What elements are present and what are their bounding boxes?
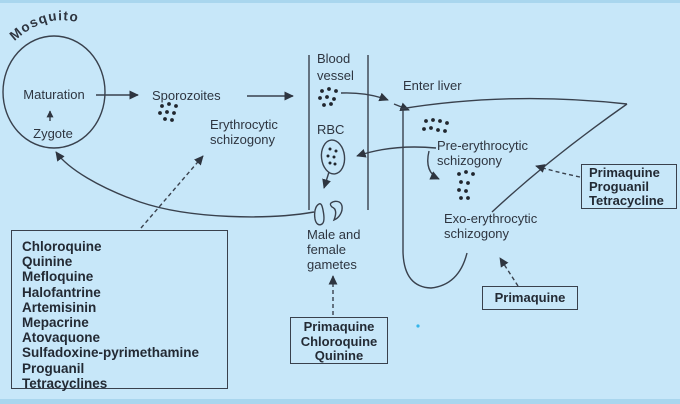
sporozoites-label: Sporozoites [152, 88, 221, 103]
drug-item: Mefloquine [22, 269, 94, 285]
blood-vessel-label: Blood vessel [317, 51, 354, 83]
artifact-dot [416, 324, 420, 328]
drug-item: Primaquine [303, 319, 375, 334]
drug-item: Primaquine [589, 165, 660, 180]
top-edge-strip [0, 0, 680, 3]
exo-drugs-box: Primaquine [482, 286, 578, 310]
drug-item: Proguanil [22, 360, 85, 376]
erythrocytic-drugs-box: Chloroquine Quinine Mefloquine Halofantr… [11, 230, 228, 391]
liver-entry-arrow [393, 102, 410, 111]
drug-item: Quinine [314, 348, 364, 363]
sporozoites-dots [158, 102, 178, 122]
pre-erythrocytic-drugs-box: Primaquine Proguanil Tetracycline [581, 164, 677, 209]
maturation-label: Maturation [23, 87, 85, 102]
vessel-to-liver-arrow [340, 92, 389, 102]
enter-liver-label: Enter liver [403, 78, 462, 93]
rbc-label: RBC [317, 122, 345, 137]
drug-item: Chloroquine [300, 333, 378, 349]
male-female-gametes-label: Male and female gametes [307, 227, 361, 272]
gamete-drugs-box: Primaquine Chloroquine Quinine [290, 317, 388, 364]
drug-item: Halofantrine [22, 284, 101, 300]
gametes-to-zygote-curve [55, 151, 315, 218]
primaquine-to-exo-dashed-arrow [499, 257, 519, 287]
drug-item: Artemisinin [22, 299, 97, 315]
blood-vessel-parasite-dots [318, 87, 338, 107]
drug-item: Sulfadoxine-pyrimethamine [22, 345, 200, 361]
drug-item: Atovaquone [22, 330, 101, 346]
drugs-to-pre-dashed-arrow [535, 164, 581, 178]
pre-erythrocytic-schizogony-label: Pre-erythrocytic schizogony [437, 138, 529, 168]
drug-item: Tetracyclines [22, 375, 108, 391]
drug-item: Tetracycline [589, 193, 664, 209]
exo-erythrocytic-dots [457, 170, 475, 200]
drug-item: Mepacrine [22, 315, 89, 331]
mosquito-ellipse [2, 35, 106, 149]
drugs-to-erythrocytic-dashed-arrow [140, 155, 204, 229]
rbc-parasite-dots [326, 147, 338, 166]
liver-right-edge [491, 103, 628, 213]
female-gamete-shape [329, 200, 343, 222]
pre-to-exo-arrow [427, 150, 440, 180]
pre-erythrocytic-dots [422, 118, 449, 133]
drug-item: Chloroquine [22, 239, 102, 254]
rbc-cell-outline [320, 139, 346, 175]
drug-item: Primaquine [494, 290, 566, 305]
liver-top-edge [399, 97, 628, 110]
zygote-label: Zygote [33, 126, 73, 141]
exo-erythrocytic-schizogony-label: Exo-erythrocytic schizogony [444, 211, 538, 241]
bottom-edge-strip [0, 399, 680, 404]
drug-item: Quinine [22, 254, 73, 270]
male-gamete-shape [313, 203, 325, 226]
rbc-to-gametes-arrow [322, 171, 331, 189]
drug-item: Proguanil [589, 179, 649, 195]
liver-to-rbc-arrow [356, 146, 437, 158]
erythrocytic-schizogony-label: Erythrocytic schizogony [210, 117, 278, 147]
liver-left-lobe [402, 110, 468, 289]
